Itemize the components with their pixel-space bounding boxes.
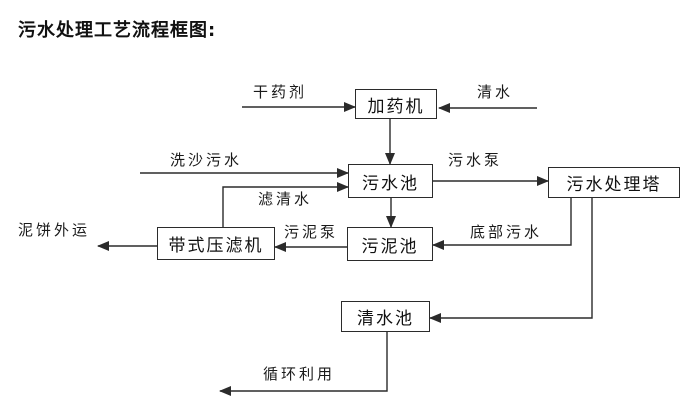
flow-label-filtered-water: 滤清水: [258, 190, 313, 208]
node-belt-filter-press: 带式压滤机: [157, 227, 275, 260]
connector-treatment-tower-to-clean-water-pool: [429, 198, 593, 323]
flow-label-bottom-sewage: 底部污水: [470, 223, 543, 241]
flow-label-dry-agent: 干药剂: [253, 83, 308, 101]
node-sludge-pool: 污泥池: [347, 227, 433, 261]
flow-label-recycle-reuse: 循环利用: [263, 365, 336, 383]
flow-label-mud-cake-outbound: 泥饼外运: [18, 221, 91, 239]
node-dosing-machine: 加药机: [355, 89, 437, 119]
node-sewage-pool: 污水池: [348, 164, 433, 198]
node-clean-water-pool: 清水池: [341, 301, 430, 332]
connector-filtered-water-to-sewage-pool: [222, 182, 349, 227]
page-title: 污水处理工艺流程框图:: [18, 20, 217, 41]
flow-label-sewage-pump: 污水泵: [448, 151, 503, 169]
flow-label-sand-washing-sewage: 洗沙污水: [170, 151, 243, 169]
flow-label-clean-water: 清水: [477, 83, 514, 101]
connector-recycle-reuse: [219, 332, 388, 396]
flow-label-sludge-pump: 污泥泵: [284, 223, 339, 241]
connector-bottom-sewage-to-sludge-pool: [432, 198, 572, 250]
node-treatment-tower: 污水处理塔: [548, 167, 680, 198]
